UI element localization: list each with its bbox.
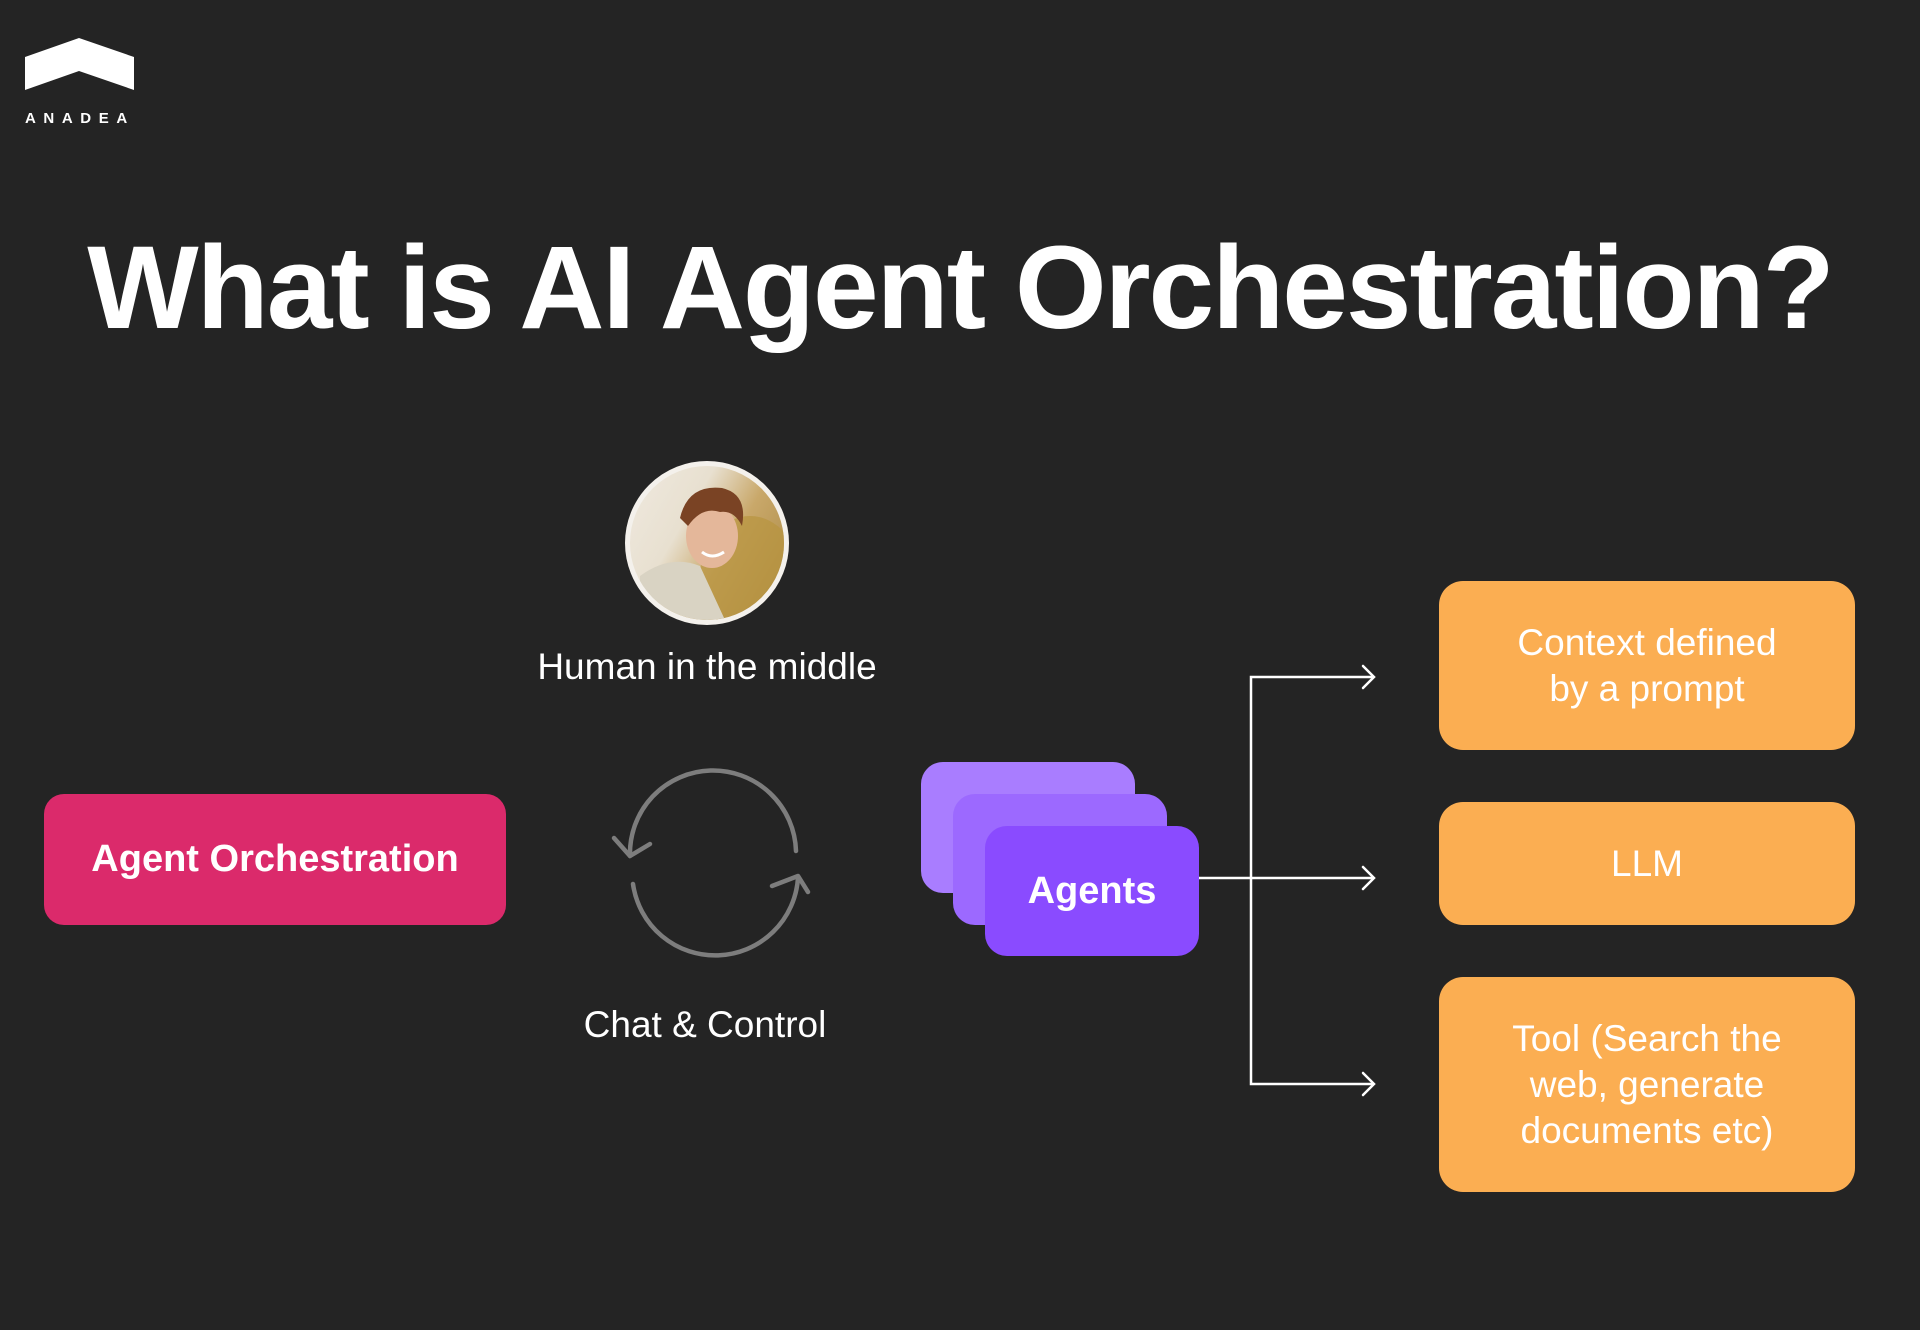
component-label-tool: Tool (Search the web, generate documents… [1512, 1017, 1782, 1151]
component-box-tool: Tool (Search the web, generate documents… [1439, 977, 1855, 1192]
refresh-cycle-icon [611, 768, 811, 958]
component-box-llm: LLM [1439, 802, 1855, 925]
human-in-the-middle-label: Human in the middle [537, 646, 877, 687]
page-title: What is AI Agent Orchestration? [87, 222, 1835, 354]
person-photo-avatar [640, 487, 784, 620]
connector-branch [1249, 675, 1374, 1086]
arrow-head-tool-icon [1361, 1071, 1376, 1097]
agent-orchestration-label: Agent Orchestration [91, 838, 459, 880]
anadea-logo: ANADEA [25, 38, 135, 127]
agents-label: Agents [1027, 869, 1157, 912]
chat-and-control-label: Chat & Control [583, 1004, 827, 1045]
arrow-head-llm-icon [1361, 865, 1376, 891]
human-avatar [625, 461, 789, 625]
agent-orchestration-box: Agent Orchestration [44, 794, 506, 925]
component-box-context: Context defined by a prompt [1439, 581, 1855, 750]
brand-name: ANADEA [25, 110, 135, 127]
component-label-llm: LLM [1611, 842, 1683, 884]
agents-box: Agents [985, 826, 1199, 956]
arrow-head-context-icon [1361, 664, 1376, 690]
anadea-roof-logo-icon [25, 38, 134, 90]
component-label-context: Context defined by a prompt [1517, 621, 1777, 709]
